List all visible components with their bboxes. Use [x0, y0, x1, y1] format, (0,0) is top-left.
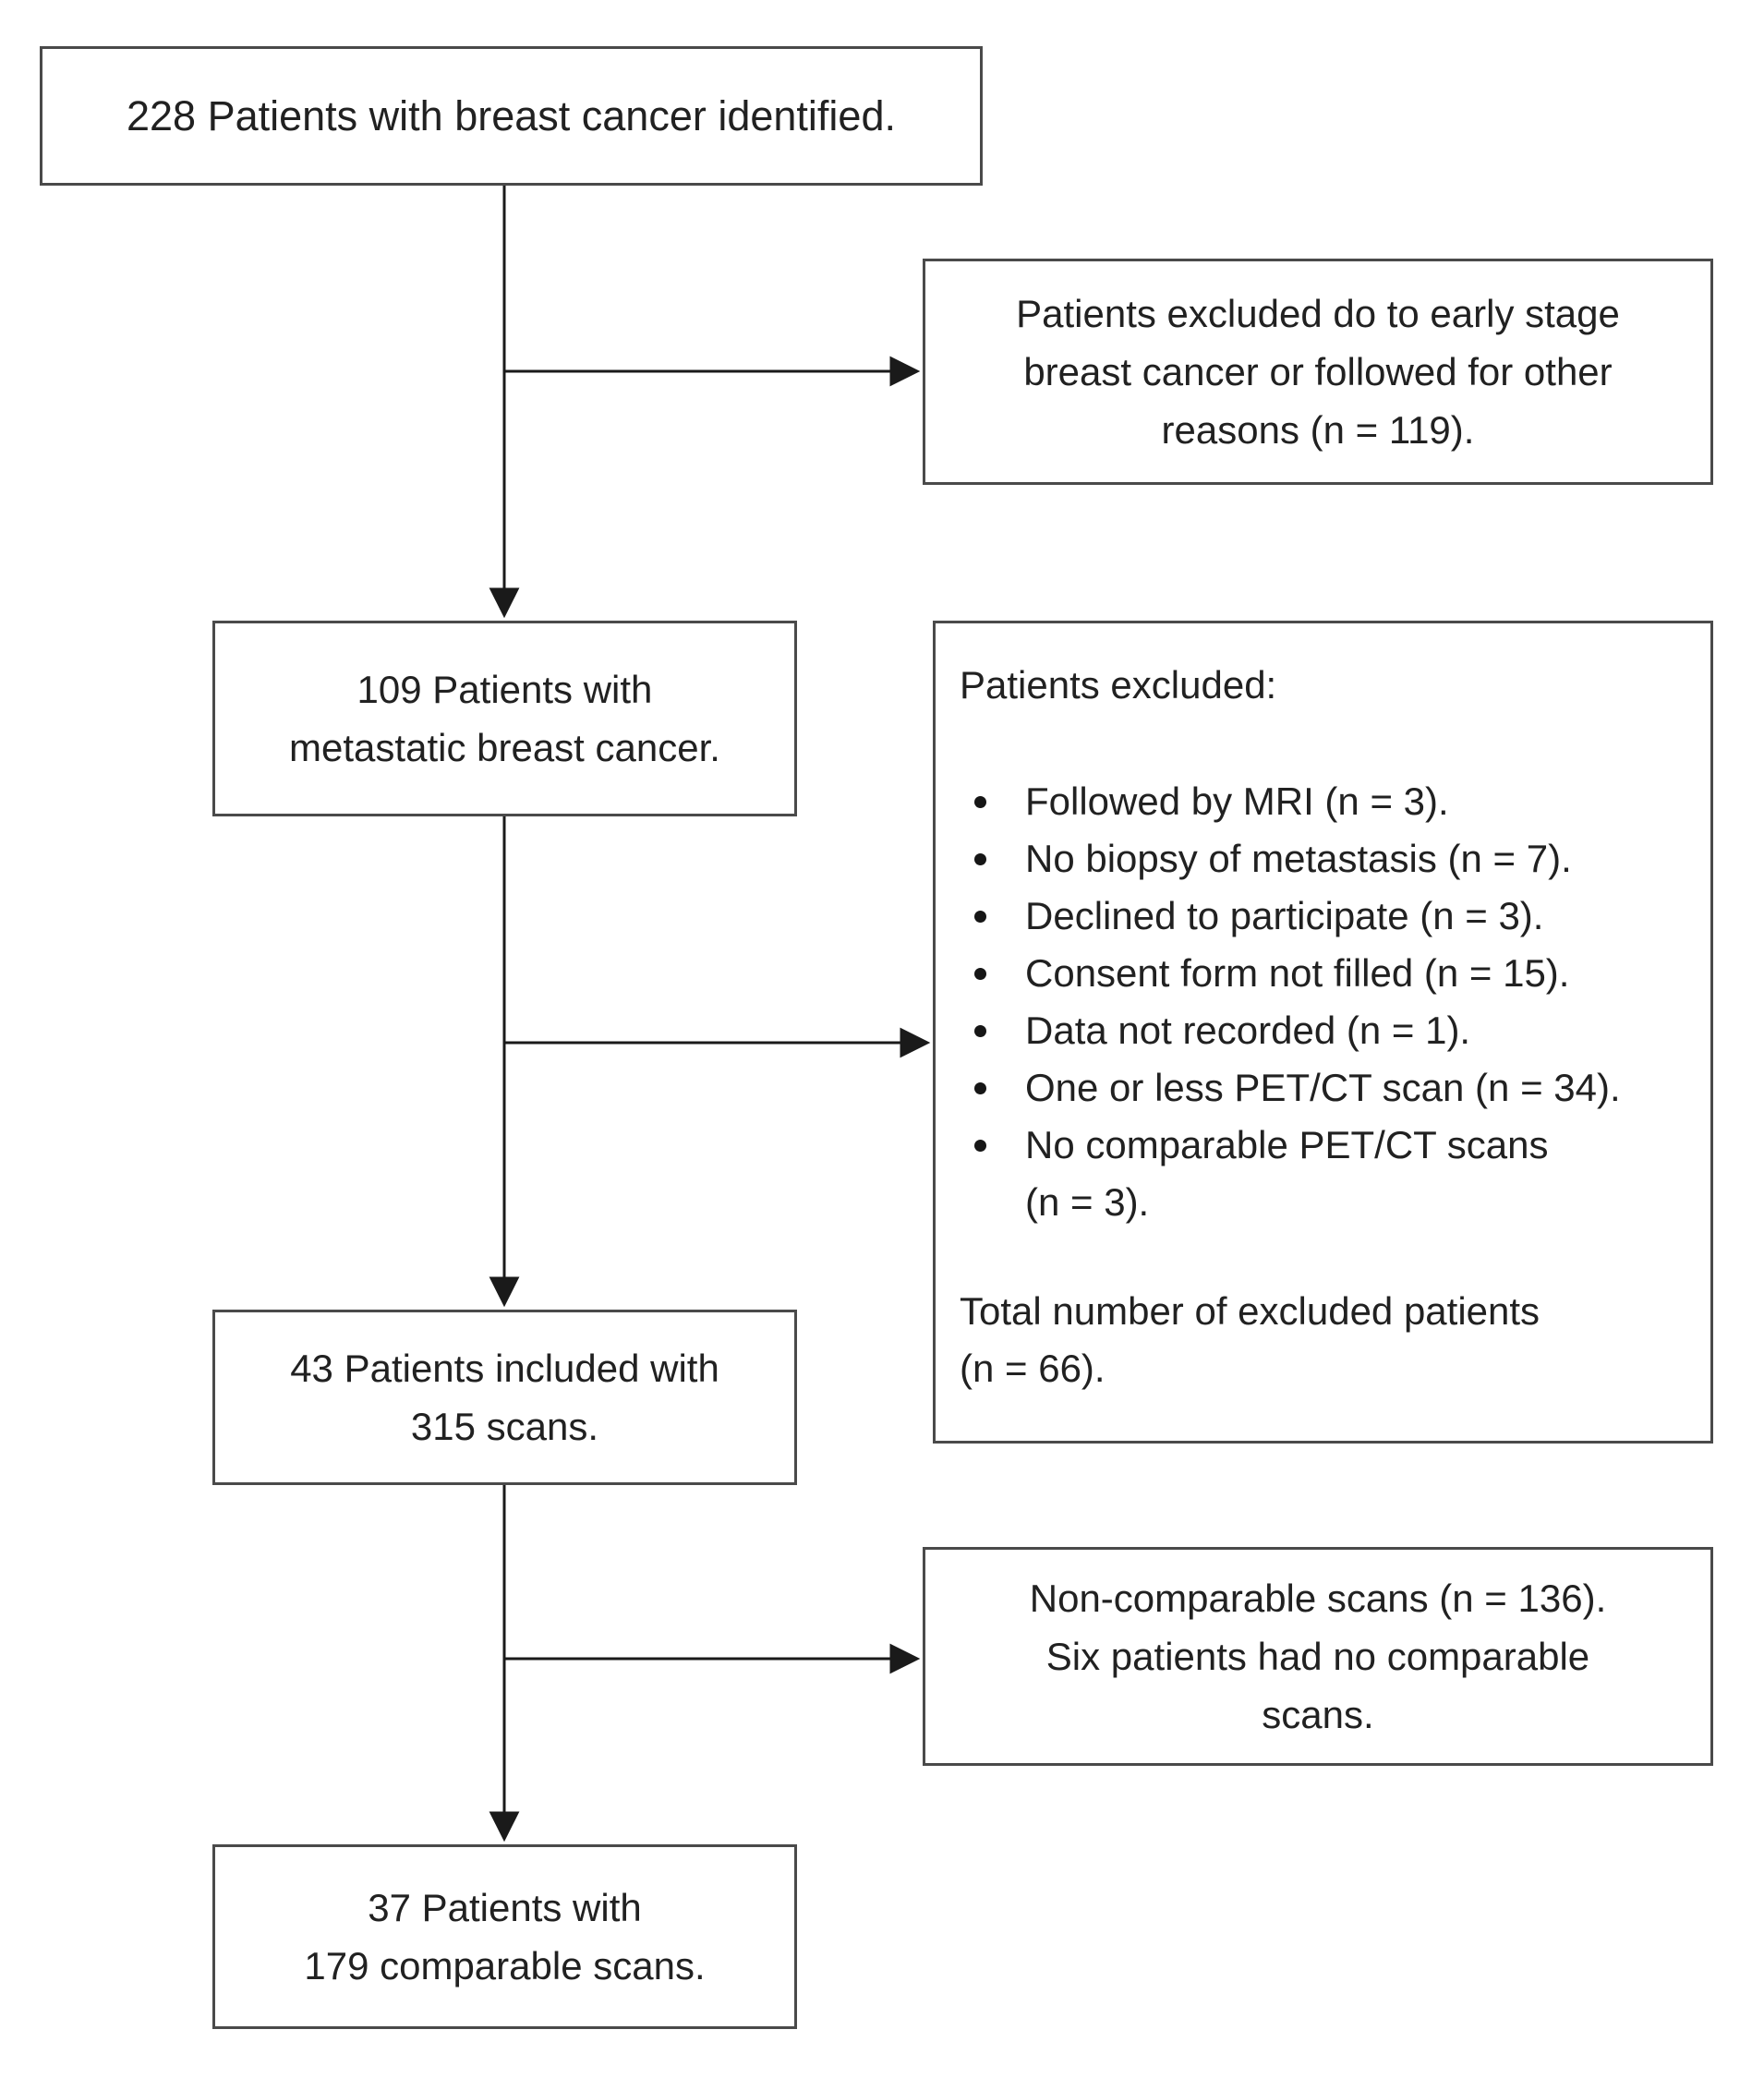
excluded-bullet-item: Consent form not filled (n = 15).	[974, 945, 1685, 1002]
box-patients-identified: 228 Patients with breast cancer identifi…	[40, 46, 983, 186]
excluded-bullet-item: One or less PET/CT scan (n = 34).	[974, 1059, 1685, 1117]
excluded-bullet-text: No biopsy of metastasis (n = 7).	[1025, 837, 1572, 880]
excluded-detail-heading: Patients excluded:	[960, 663, 1277, 707]
excluded-bullet-text: Followed by MRI (n = 3).	[1025, 779, 1449, 823]
excluded-bullet-list: Followed by MRI (n = 3). No biopsy of me…	[974, 773, 1685, 1231]
noncomparable-scans-text: Non-comparable scans (n = 136). Six pati…	[1029, 1577, 1607, 1736]
excluded-bullet-item: No biopsy of metastasis (n = 7).	[974, 830, 1685, 888]
bullet-icon	[974, 1140, 986, 1152]
bullet-icon	[974, 853, 986, 865]
excluded-early-stage-text: Patients excluded do to early stage brea…	[1016, 292, 1620, 452]
bullet-icon	[974, 968, 986, 980]
box-noncomparable-scans: Non-comparable scans (n = 136). Six pati…	[923, 1547, 1713, 1766]
excluded-bullet-item: Followed by MRI (n = 3).	[974, 773, 1685, 830]
excluded-bullet-text: No comparable PET/CT scans (n = 3).	[1025, 1123, 1549, 1224]
excluded-bullet-text: One or less PET/CT scan (n = 34).	[1025, 1066, 1621, 1109]
excluded-bullet-item: Declined to participate (n = 3).	[974, 888, 1685, 945]
bullet-icon	[974, 796, 986, 808]
excluded-bullet-item: Data not recorded (n = 1).	[974, 1002, 1685, 1059]
box-excluded-detail: Patients excluded: Followed by MRI (n = …	[933, 621, 1713, 1444]
box-patients-included: 43 Patients included with 315 scans.	[212, 1310, 797, 1485]
bullet-icon	[974, 911, 986, 923]
box-excluded-early-stage: Patients excluded do to early stage brea…	[923, 259, 1713, 485]
box-metastatic-patients: 109 Patients with metastatic breast canc…	[212, 621, 797, 816]
bullet-icon	[974, 1082, 986, 1094]
excluded-bullet-text: Consent form not filled (n = 15).	[1025, 951, 1570, 995]
excluded-bullet-text: Declined to participate (n = 3).	[1025, 894, 1544, 937]
metastatic-patients-text: 109 Patients with metastatic breast canc…	[289, 668, 720, 769]
excluded-bullet-text: Data not recorded (n = 1).	[1025, 1009, 1471, 1052]
bullet-icon	[974, 1025, 986, 1037]
final-patients-text: 37 Patients with 179 comparable scans.	[304, 1886, 706, 1987]
excluded-bullet-item: No comparable PET/CT scans (n = 3).	[974, 1117, 1685, 1231]
excluded-total-text: Total number of excluded patients (n = 6…	[960, 1289, 1540, 1390]
patients-identified-text: 228 Patients with breast cancer identifi…	[127, 91, 896, 139]
patients-included-text: 43 Patients included with 315 scans.	[290, 1347, 719, 1448]
box-final-patients: 37 Patients with 179 comparable scans.	[212, 1844, 797, 2029]
